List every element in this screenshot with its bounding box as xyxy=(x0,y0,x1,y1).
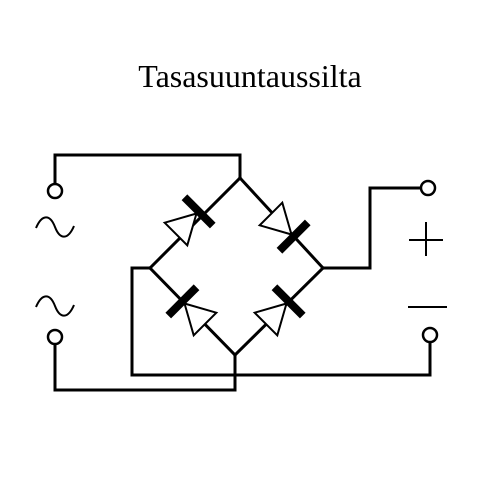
wire-dc-positive xyxy=(321,186,422,270)
bridge-edge-upper-left xyxy=(147,175,243,271)
diode-upper-right-triangle xyxy=(257,200,293,236)
ac-symbol-top xyxy=(35,216,75,238)
wire-ac-top xyxy=(53,153,242,186)
terminal-ac-top xyxy=(46,182,64,200)
plus-symbol xyxy=(409,222,443,256)
diode-upper-right-cathode xyxy=(276,219,311,254)
bridge-diamond xyxy=(147,175,326,358)
diode-lower-right xyxy=(252,284,306,338)
terminal-dc-positive xyxy=(419,179,437,197)
ac-symbol-bottom xyxy=(35,295,75,317)
terminal-dc-negative xyxy=(421,326,439,344)
diode-upper-left-triangle xyxy=(162,212,198,248)
terminal-ac-bottom xyxy=(46,328,64,346)
diode-lower-left-cathode xyxy=(165,284,200,319)
wire-dc-negative xyxy=(130,266,432,377)
wire-ac-bottom xyxy=(53,335,237,392)
diagram-title: Tasasuuntaussilta xyxy=(138,58,362,94)
diode-lower-right-triangle xyxy=(252,302,288,338)
diode-upper-left xyxy=(162,194,216,248)
diode-lower-left xyxy=(165,284,219,338)
diode-lower-right-cathode xyxy=(271,284,306,319)
diode-upper-left-cathode xyxy=(181,194,216,229)
wires xyxy=(53,153,432,392)
diode-lower-left-triangle xyxy=(183,302,219,338)
diode-upper-right xyxy=(257,200,311,254)
